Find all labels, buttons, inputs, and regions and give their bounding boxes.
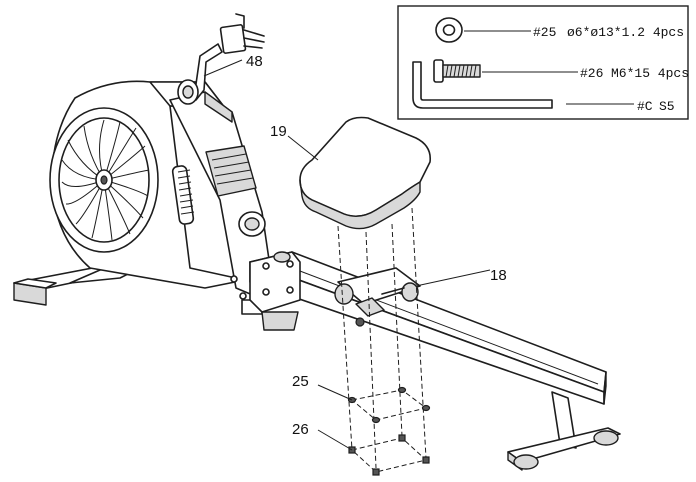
part-label-26: 26	[292, 421, 309, 438]
hw-25-spec: ø6*ø13*1.2 4pcs	[567, 25, 684, 40]
hw-26-spec: M6*15 4pcs	[611, 66, 689, 81]
handle-rest	[205, 145, 257, 197]
hw-c-code: #C	[637, 99, 653, 114]
hw-c-spec: S5	[659, 99, 675, 114]
seat-carriage	[334, 267, 421, 327]
hardware-box: #25 ø6*ø13*1.2 4pcs #26 M6*15 4pcs #C S5	[397, 5, 689, 120]
part-label-48: 48	[246, 53, 263, 70]
part-label-18: 18	[490, 267, 507, 284]
part-label-19: 19	[270, 123, 287, 140]
vent-slots	[171, 165, 195, 225]
main-frame	[169, 91, 299, 331]
allen-key-icon	[412, 61, 553, 109]
seat-cushion	[299, 116, 432, 230]
monitor-arm	[177, 13, 265, 105]
part-label-25: 25	[292, 373, 309, 390]
fan-blades	[61, 119, 150, 241]
callout-leaders	[203, 59, 491, 451]
hw-26-code: #26	[580, 66, 603, 81]
washer-marks	[347, 386, 431, 424]
mount-lines	[337, 207, 431, 476]
tension-knob	[238, 211, 266, 237]
rear-support	[507, 391, 621, 471]
washer-icon	[435, 17, 463, 43]
hw-25-code: #25	[533, 25, 556, 40]
bolt-icon	[433, 59, 481, 83]
